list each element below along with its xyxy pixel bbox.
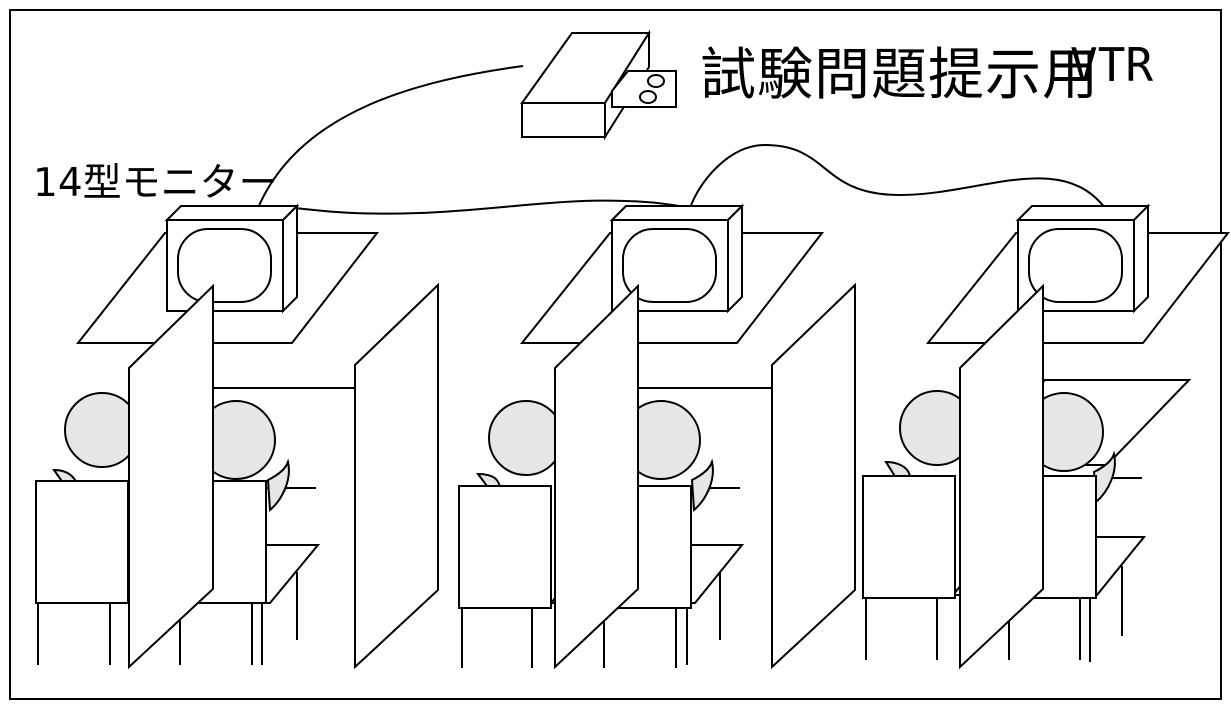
booth-right [862, 203, 1231, 670]
student-head [64, 392, 140, 468]
partition [128, 283, 214, 670]
video-cables [257, 65, 1106, 215]
chair-back [458, 485, 552, 609]
chair-back [862, 475, 956, 599]
monitor-left [164, 203, 300, 314]
chair-back [35, 480, 129, 604]
vtr-device [520, 29, 677, 141]
partition [354, 282, 439, 670]
diagram-border [9, 9, 1222, 700]
partition [554, 283, 639, 670]
partition [771, 282, 856, 670]
booth-left [35, 203, 439, 670]
booth-center [458, 203, 856, 670]
partition [959, 283, 1044, 670]
monitor-label: 14型モニター [33, 161, 278, 206]
vtr-label: VTR [1070, 38, 1154, 92]
student-head [488, 400, 564, 476]
monitor-center [609, 203, 745, 314]
vtr-title: 試験問題提示用 [700, 43, 1099, 108]
